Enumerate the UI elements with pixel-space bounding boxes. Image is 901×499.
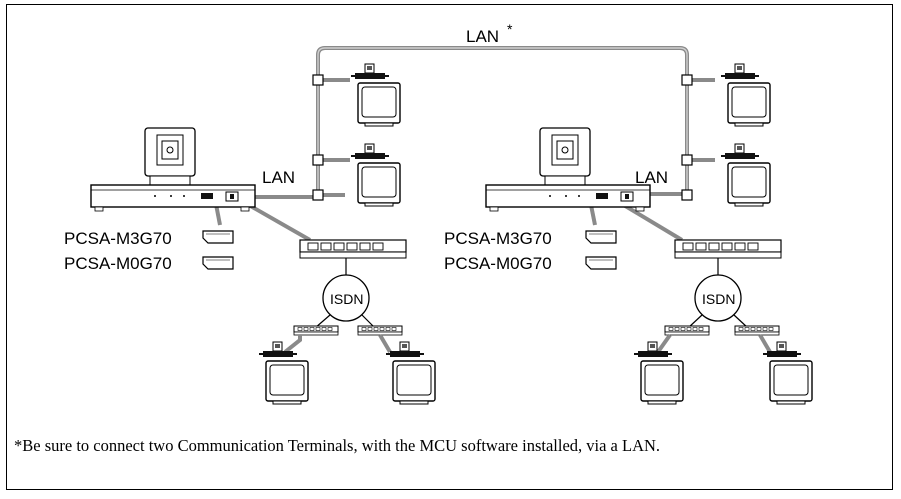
terminal-icon [633,341,684,405]
lan-top-label: LAN [466,27,499,46]
card-label-m3g70-right: PCSA-M3G70 [444,229,552,248]
terminal-icon [258,341,309,405]
memory-card-icon [585,256,617,270]
hub-icon [299,239,407,259]
card-label-m0g70-right: PCSA-M0G70 [444,254,552,273]
lan-cable-left [213,78,350,242]
terminal-icon [350,143,401,207]
lan-top-asterisk: * [507,21,513,37]
card-label-m3g70-left: PCSA-M3G70 [64,229,172,248]
lan-cable-right [588,78,715,242]
terminal-icon [720,143,771,207]
isdn-circle [322,274,370,322]
terminal-icon [385,341,436,405]
terminal-icon [720,63,771,127]
terminal-icon [350,63,401,127]
card-label-m0g70-left: PCSA-M0G70 [64,254,172,273]
footnote: *Be sure to connect two Communication Te… [14,436,661,455]
terminal-icon [762,341,813,405]
junction-boxes [312,74,693,201]
isdn-right-label: ISDN [702,291,735,307]
memory-card-icon [585,230,617,244]
isdn-circle [694,274,742,322]
hub-small-icon [664,325,710,336]
memory-card-icon [202,230,234,244]
communication-terminal-icon [90,127,256,212]
hub-small-icon [293,325,339,336]
hub-icon [674,239,782,259]
communication-terminal-icon [485,127,651,212]
memory-card-icon [202,256,234,270]
hub-small-icon [357,325,403,336]
isdn-left-label: ISDN [330,291,363,307]
lan-left-label: LAN [262,168,295,187]
hub-small-icon [734,325,780,336]
lan-cable-top [316,46,689,195]
lan-right-label: LAN [635,168,668,187]
